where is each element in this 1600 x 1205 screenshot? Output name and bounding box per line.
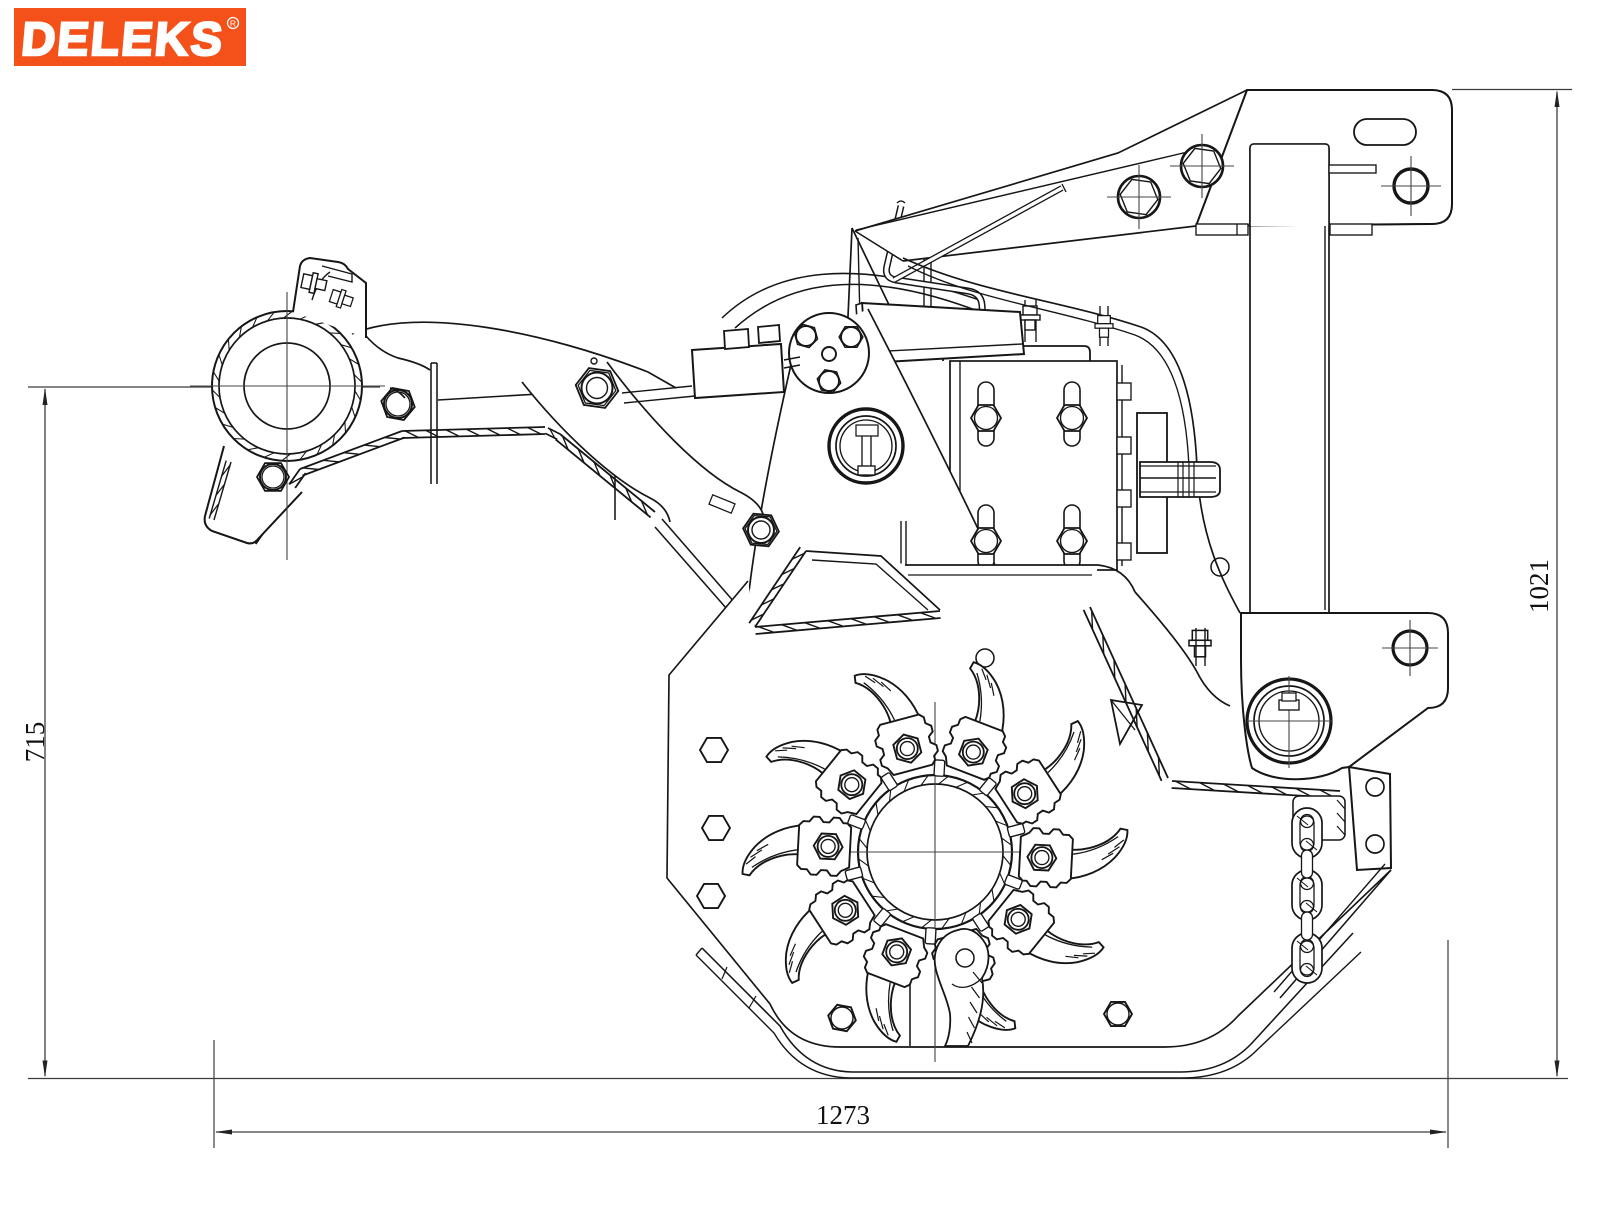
svg-text:715: 715 <box>20 722 50 763</box>
svg-text:DELEKS: DELEKS <box>19 12 226 65</box>
svg-text:R: R <box>230 19 236 29</box>
svg-text:1273: 1273 <box>816 1100 870 1130</box>
svg-text:1021: 1021 <box>1524 559 1554 613</box>
